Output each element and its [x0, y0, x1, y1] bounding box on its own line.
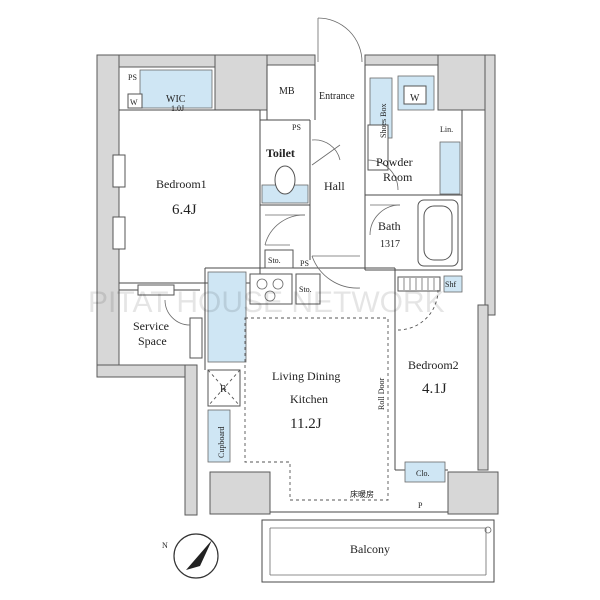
label-mb: MB — [279, 86, 295, 97]
label-sto-2: Sto. — [299, 285, 312, 294]
label-bath: Bath — [378, 219, 401, 233]
label-floor-step: 床暖房 — [350, 489, 374, 499]
watermark: PITAT HOUSE NETWORK — [88, 286, 445, 319]
label-balcony: Balcony — [350, 542, 390, 556]
labels: PS WIC 1.0J W MB Entrance Shoes Box W Li… — [128, 73, 459, 556]
label-shoes-box: Shoes Box — [379, 104, 388, 138]
label-ldk-size: 11.2J — [290, 416, 322, 432]
doors — [164, 17, 439, 331]
wall-left — [96, 54, 120, 376]
wall-column-top — [214, 54, 268, 111]
label-powder-2: Room — [383, 170, 413, 184]
compass-label: N — [162, 541, 168, 550]
label-shelf: Shf — [445, 280, 456, 289]
label-toilet: Toilet — [266, 146, 295, 160]
label-bedroom2: Bedroom2 — [408, 358, 459, 372]
label-powder-1: Powder — [376, 155, 413, 169]
fixtures — [112, 69, 463, 501]
wall-right-upper — [484, 54, 496, 316]
label-clo: Clo. — [416, 469, 430, 478]
compass-arrow-icon — [186, 540, 212, 570]
label-p: P — [418, 501, 423, 510]
wic-shelf — [139, 69, 213, 109]
label-bedroom1-size: 6.4J — [172, 202, 197, 218]
ldk-floor-heating-outline — [244, 317, 389, 501]
closet-cabinet — [404, 461, 446, 483]
label-lin: Lin. — [440, 125, 453, 134]
vent-grille — [397, 276, 441, 292]
label-roll-door: Roll Door — [377, 377, 386, 410]
linen-shelf — [439, 141, 461, 195]
label-wic-size: 1.0J — [171, 104, 184, 113]
label-service-1: Service — [133, 319, 169, 333]
storage-2 — [295, 273, 321, 305]
cooktop — [249, 273, 293, 305]
wall-ldk-left — [184, 364, 198, 516]
label-bath-size: 1317 — [380, 239, 400, 250]
washer-box — [403, 85, 427, 105]
label-bedroom1: Bedroom1 — [156, 177, 207, 191]
label-wic-w: W — [130, 98, 138, 107]
label-entrance: Entrance — [319, 91, 355, 102]
wall-column-bottom-right — [447, 471, 499, 515]
wall-column-bottom-left — [209, 471, 271, 515]
bathtub-inner — [423, 205, 453, 261]
label-ps-mid: PS — [300, 259, 309, 268]
compass-circle — [173, 533, 219, 579]
wic-w-box — [127, 93, 143, 109]
window-ldk-left — [189, 317, 203, 359]
label-ldk-2: Kitchen — [290, 392, 328, 406]
label-bedroom2-size: 4.1J — [422, 381, 447, 397]
wall-mb-top — [266, 54, 316, 66]
shelf-box — [443, 275, 463, 293]
label-wic: WIC — [166, 94, 186, 105]
label-ps-top: PS — [128, 73, 137, 82]
label-r: R — [220, 384, 227, 395]
compass: N — [162, 533, 219, 579]
toilet-bowl — [274, 165, 296, 195]
label-ps-toilet: PS — [292, 123, 301, 132]
label-service-2: Space — [138, 334, 167, 348]
kitchen-counter — [207, 271, 247, 363]
cupboard-cabinet — [207, 409, 231, 463]
window-service-space — [137, 284, 175, 296]
window-bedroom1-top — [112, 154, 126, 188]
label-cupboard: Cupboard — [217, 426, 226, 458]
storage-1 — [264, 249, 294, 269]
label-w: W — [410, 93, 420, 104]
outer-walls — [96, 54, 499, 516]
balcony-area — [261, 519, 495, 583]
label-sto-1: Sto. — [268, 256, 281, 265]
wall-service-bottom — [96, 364, 198, 378]
label-ldk-1: Living Dining — [272, 369, 340, 383]
window-bedroom1-bottom — [112, 216, 126, 250]
powder-basin — [367, 124, 389, 171]
wall-right-lower — [477, 304, 489, 471]
label-hall: Hall — [324, 179, 345, 193]
